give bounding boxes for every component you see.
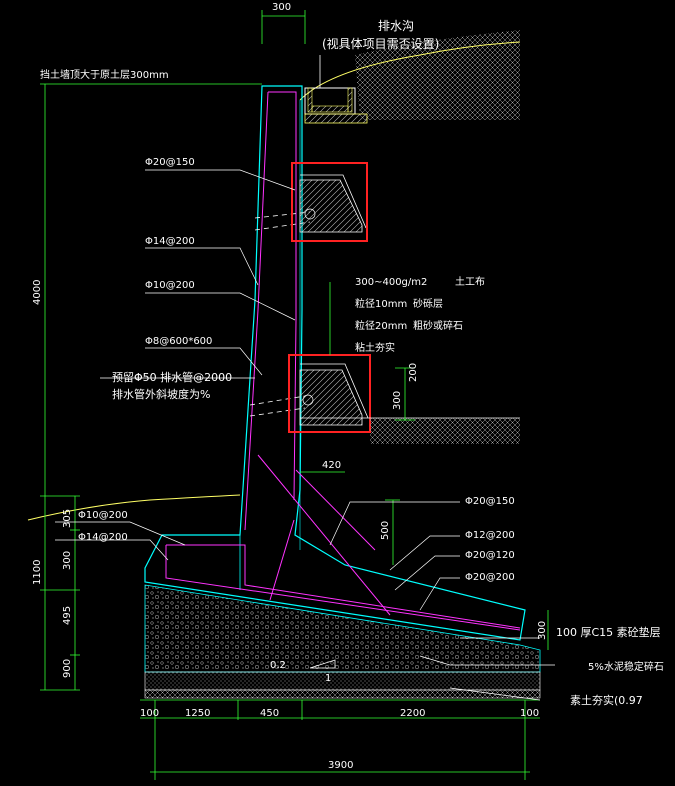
rebar-14-label: Φ14@200 xyxy=(145,236,195,247)
highlight-box-top xyxy=(291,162,368,242)
slope-top: 0.2 xyxy=(270,660,286,671)
toe-rebar-14: Φ14@200 xyxy=(78,532,128,543)
soil-label: 素土夯实(0.97 xyxy=(570,693,643,707)
dim-900: 900 xyxy=(62,659,73,678)
pipe-label-line1: 预留Φ50 排水管@2000 xyxy=(112,370,232,384)
rebar-lines xyxy=(165,91,521,631)
right-dimensions xyxy=(300,282,549,650)
dim-420: 420 xyxy=(322,460,341,471)
total-dim: 3900 xyxy=(328,760,353,771)
dim-500: 500 xyxy=(380,521,391,540)
dim-300-mid: 300 xyxy=(392,391,403,410)
filter-block-top xyxy=(299,174,367,233)
toe-rebar-10: Φ10@200 xyxy=(78,510,128,521)
highlight-box-bottom xyxy=(288,354,371,433)
layer2-name: 粒径10mm xyxy=(355,297,407,310)
left-top-note: 挡土墙顶大于原土层300mm xyxy=(40,68,169,81)
left-dimensions xyxy=(40,83,262,691)
dim-300-right: 300 xyxy=(537,621,548,640)
slope-side: 1 xyxy=(325,673,331,684)
drain-ditch xyxy=(304,55,368,124)
layer4-name: 粘土夯实 xyxy=(355,341,395,354)
bottom-dim-2200: 2200 xyxy=(400,708,425,719)
ground-left xyxy=(27,494,241,521)
layer2-mat: 砂砾层 xyxy=(413,297,443,310)
top-dimension xyxy=(261,10,306,44)
dim-495: 495 xyxy=(62,606,73,625)
c15-label: 100 厚C15 素砼垫层 xyxy=(556,625,661,639)
dim-200: 200 xyxy=(408,363,419,382)
filter-block-bottom xyxy=(299,363,369,426)
dim-4000: 4000 xyxy=(32,280,43,305)
bottom-dim-450: 450 xyxy=(260,708,279,719)
dim-1100: 1100 xyxy=(32,560,43,585)
bottom-dim-100-right: 100 xyxy=(520,708,539,719)
bottom-dim-100-left: 100 xyxy=(140,708,159,719)
rebar-r-20-200: Φ20@200 xyxy=(465,572,515,583)
bottom-dimensions xyxy=(140,699,540,780)
foundation-layers xyxy=(144,584,541,699)
layer1-mat: 土工布 xyxy=(455,275,485,288)
layer1-name: 300~400g/m2 xyxy=(355,277,427,288)
rebar-r-20-120: Φ20@120 xyxy=(465,550,515,561)
rebar-8-label: Φ8@600*600 xyxy=(145,336,212,347)
ground-hatch-top xyxy=(299,30,521,120)
rebar-r-12-200: Φ12@200 xyxy=(465,530,515,541)
rebar-10-label: Φ10@200 xyxy=(145,280,195,291)
bottom-dim-1250: 1250 xyxy=(185,708,210,719)
stone-label: 5%水泥稳定碎石 xyxy=(588,660,664,673)
layer3-mat: 粗砂或碎石 xyxy=(413,319,463,332)
rebar-top-label: Φ20@150 xyxy=(145,157,195,168)
ground-right-mid xyxy=(300,417,520,444)
dim-300-left: 300 xyxy=(62,551,73,570)
top-dim-label: 300 xyxy=(272,2,291,13)
drain-note: (视具体项目需否设置) xyxy=(322,36,439,51)
rebar-r-20-150: Φ20@150 xyxy=(465,496,515,507)
leader-lines xyxy=(55,169,555,701)
layer3-name: 粒径20mm xyxy=(355,319,407,332)
drain-title: 排水沟 xyxy=(378,19,414,33)
dim-305: 305 xyxy=(62,509,73,528)
pipe-label-line2: 排水管外斜坡度为% xyxy=(112,387,210,401)
